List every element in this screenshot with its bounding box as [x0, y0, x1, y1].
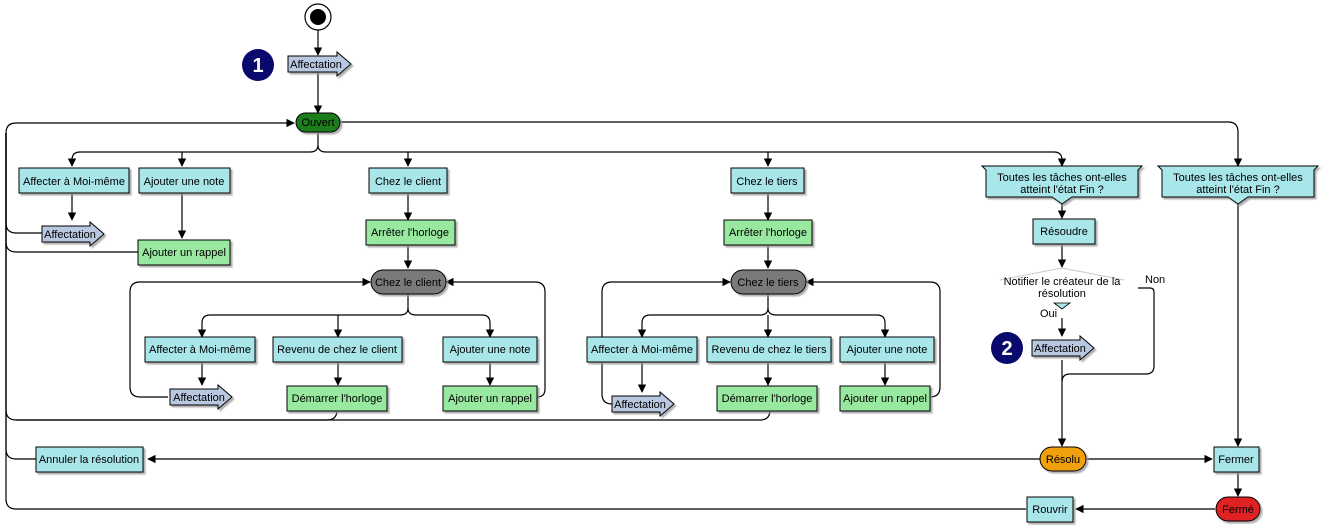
task-demarrer-horloge-2[interactable]: Démarrer l'horloge — [716, 385, 818, 412]
task-affecter-moi-meme-3[interactable]: Affecter à Moi-même — [586, 336, 698, 363]
task-affecter-moi-meme-2[interactable]: Affecter à Moi-même — [144, 336, 256, 363]
svg-text:Annuler la résolution: Annuler la résolution — [39, 454, 139, 466]
decision-notifier-createur[interactable]: Notifier le créateur de la résolution — [986, 267, 1138, 310]
svg-text:Affectation: Affectation — [173, 392, 225, 404]
edges — [5, 30, 1243, 514]
svg-text:atteint l'état Fin ?: atteint l'état Fin ? — [1020, 184, 1103, 196]
signal-affectation-top[interactable]: Affectation — [287, 50, 352, 78]
state-chez-le-client[interactable]: Chez le client — [370, 269, 447, 295]
svg-text:Chez le client: Chez le client — [375, 277, 441, 289]
svg-text:Affecter à Moi-même: Affecter à Moi-même — [149, 344, 251, 356]
task-rouvrir[interactable]: Rouvrir — [1026, 496, 1074, 523]
svg-text:2: 2 — [1001, 338, 1012, 360]
svg-text:Démarrer l'horloge: Démarrer l'horloge — [722, 393, 813, 405]
task-chez-le-tiers[interactable]: Chez le tiers — [730, 167, 805, 194]
svg-text:Toutes les tâches ont-elles: Toutes les tâches ont-elles — [997, 172, 1127, 184]
step-badge-2: 2 — [991, 332, 1023, 364]
task-ajouter-un-rappel-2[interactable]: Ajouter un rappel — [442, 385, 538, 412]
svg-text:Notifier le créateur de la: Notifier le créateur de la — [1004, 276, 1122, 288]
task-ajouter-un-rappel-3[interactable]: Ajouter un rappel — [839, 385, 931, 412]
svg-text:Ajouter un rappel: Ajouter un rappel — [142, 247, 226, 259]
task-ajouter-une-note-3[interactable]: Ajouter une note — [839, 336, 935, 363]
state-ouvert[interactable]: Ouvert — [295, 112, 341, 133]
task-arreter-horloge-1[interactable]: Arrêter l'horloge — [365, 219, 456, 246]
svg-text:Affecter à Moi-même: Affecter à Moi-même — [23, 176, 125, 188]
task-demarrer-horloge-1[interactable]: Démarrer l'horloge — [286, 385, 388, 412]
task-resoudre[interactable]: Résoudre — [1032, 218, 1096, 245]
svg-text:Revenu de chez le client: Revenu de chez le client — [277, 344, 397, 356]
svg-text:Fermé: Fermé — [1222, 504, 1254, 516]
svg-text:Résoudre: Résoudre — [1040, 226, 1088, 238]
task-revenu-de-chez-le-tiers[interactable]: Revenu de chez le tiers — [706, 336, 832, 363]
decision-toutes-les-taches-2[interactable]: Toutes les tâches ont-elles atteint l'ét… — [1156, 165, 1320, 205]
task-ajouter-une-note-2[interactable]: Ajouter une note — [442, 336, 538, 363]
signal-affectation-tiers[interactable]: Affectation — [611, 390, 675, 418]
svg-text:Chez le tiers: Chez le tiers — [736, 176, 798, 188]
step-badge-1: 1 — [242, 49, 274, 81]
svg-text:Ajouter une note: Ajouter une note — [144, 176, 225, 188]
svg-text:Chez le client: Chez le client — [375, 176, 441, 188]
svg-text:Affecter à Moi-même: Affecter à Moi-même — [591, 344, 693, 356]
svg-text:atteint l'état Fin ?: atteint l'état Fin ? — [1196, 184, 1279, 196]
task-ajouter-une-note-1[interactable]: Ajouter une note — [138, 167, 231, 194]
task-revenu-de-chez-le-client[interactable]: Revenu de chez le client — [272, 336, 403, 363]
svg-text:Toutes les tâches ont-elles: Toutes les tâches ont-elles — [1173, 172, 1303, 184]
start-node — [304, 3, 332, 31]
signal-affectation-client[interactable]: Affectation — [169, 383, 233, 411]
task-annuler-la-resolution[interactable]: Annuler la résolution — [35, 446, 144, 473]
task-ajouter-un-rappel-1[interactable]: Ajouter un rappel — [137, 239, 231, 266]
task-chez-le-client[interactable]: Chez le client — [368, 167, 448, 194]
state-resolu[interactable]: Résolu — [1039, 446, 1087, 472]
svg-text:Affectation: Affectation — [290, 59, 342, 71]
svg-text:Arrêter l'horloge: Arrêter l'horloge — [371, 227, 449, 239]
svg-text:Affectation: Affectation — [614, 399, 666, 411]
svg-text:Démarrer l'horloge: Démarrer l'horloge — [292, 393, 383, 405]
signal-affectation-left[interactable]: Affectation — [41, 220, 105, 248]
svg-text:Ajouter une note: Ajouter une note — [450, 344, 531, 356]
svg-text:Ajouter une note: Ajouter une note — [847, 344, 928, 356]
state-ferme[interactable]: Fermé — [1215, 496, 1261, 522]
svg-text:Rouvrir: Rouvrir — [1032, 504, 1068, 516]
edge-label-oui: Oui — [1040, 308, 1057, 320]
svg-text:Arrêter l'horloge: Arrêter l'horloge — [729, 227, 807, 239]
svg-text:1: 1 — [252, 55, 263, 77]
task-fermer[interactable]: Fermer — [1213, 446, 1260, 473]
svg-text:Ajouter un rappel: Ajouter un rappel — [843, 393, 927, 405]
svg-text:Résolu: Résolu — [1046, 454, 1080, 466]
svg-text:Ajouter un rappel: Ajouter un rappel — [448, 393, 532, 405]
svg-text:Affectation: Affectation — [1034, 343, 1086, 355]
svg-text:Ouvert: Ouvert — [301, 117, 334, 129]
svg-text:Affectation: Affectation — [44, 229, 96, 241]
decision-toutes-les-taches-1[interactable]: Toutes les tâches ont-elles atteint l'ét… — [980, 165, 1144, 205]
task-arreter-horloge-2[interactable]: Arrêter l'horloge — [723, 219, 813, 246]
task-affecter-moi-meme-1[interactable]: Affecter à Moi-même — [18, 167, 130, 194]
svg-text:résolution: résolution — [1038, 288, 1086, 300]
state-chez-le-tiers[interactable]: Chez le tiers — [730, 269, 807, 295]
svg-text:Chez le tiers: Chez le tiers — [737, 277, 799, 289]
signal-affectation-right[interactable]: Affectation — [1031, 334, 1095, 362]
edge-label-non: Non — [1145, 274, 1165, 286]
svg-text:Fermer: Fermer — [1218, 454, 1254, 466]
svg-text:Revenu de chez le tiers: Revenu de chez le tiers — [712, 344, 827, 356]
